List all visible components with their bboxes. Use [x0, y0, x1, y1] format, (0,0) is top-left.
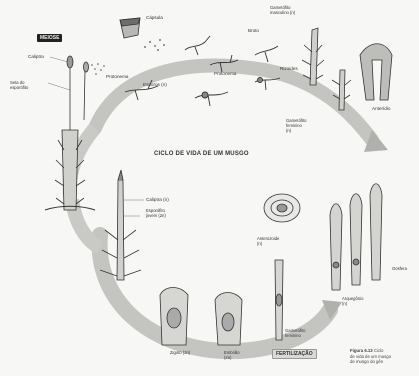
label-broto: Broto — [248, 28, 259, 33]
label-gametofito-feminino-bottom: Gametófito feminino — [285, 328, 305, 338]
label-seta: Seta do esporófito — [10, 80, 28, 90]
label-esporos: Esporos (n) — [143, 82, 167, 87]
diagram-title: CICLO DE VIDA DE UM MUSGO — [154, 151, 249, 157]
fertilization-tag: FERTILIZAÇÃO — [272, 349, 317, 359]
label-protonema-left: Protonema — [106, 74, 128, 79]
label-anteridio-top: Anterídio — [372, 106, 390, 111]
label-capsula: Cápsula — [146, 15, 163, 20]
label-caliptra-top: Caliptra — [28, 54, 44, 59]
antherozoid-drawing — [264, 194, 300, 222]
gametophyte-plants-top — [302, 28, 392, 110]
capsule-drawing — [120, 18, 140, 38]
label-protonema-mid: Protonema — [214, 71, 236, 76]
caption-line-1: Ciclo — [374, 348, 384, 353]
label-esporofito-jovem: Esporófito jovem (2n) — [146, 208, 166, 218]
label-caliptra-mid: Caliptra (n) — [146, 197, 169, 202]
caption-line-3: de musgo do gên — [350, 359, 383, 364]
label-gametofito-feminino: Gametófito feminino (n) — [286, 118, 306, 133]
caption-figure-number: Figura 6.13 — [350, 348, 373, 353]
caption-line-2: de vida de um musgo — [350, 354, 391, 359]
label-anterozoide: Anterozoide (n) — [257, 236, 279, 246]
meiosis-tag: MEIOSE — [37, 34, 62, 42]
label-arquegonio-right: Arquegônio (n) — [342, 296, 363, 306]
figure-caption: Figura 6.13 Ciclo de vida de um musgo de… — [350, 348, 391, 365]
embryo-drawings — [160, 260, 283, 345]
label-rizoides: Rizoides — [280, 66, 298, 71]
label-zigoto: Zigoto (2n) — [170, 350, 190, 355]
label-embriao: Embrião (2n) — [224, 350, 240, 360]
archegonium-drawings — [330, 184, 382, 290]
label-oosfera: Oosfera — [392, 266, 407, 271]
label-gametofito-masculino: Gametófito masculino (n) — [270, 5, 295, 15]
